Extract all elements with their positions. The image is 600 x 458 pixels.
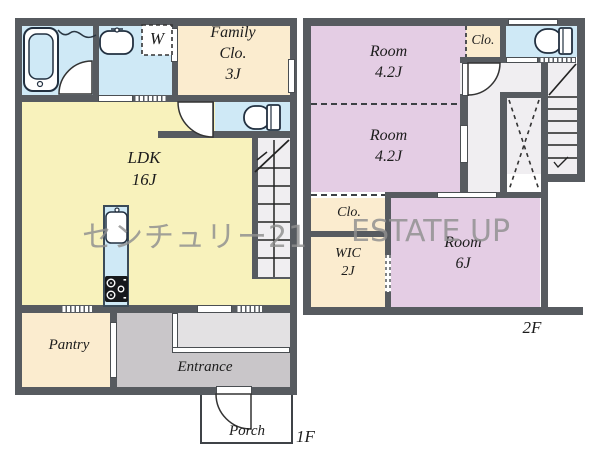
- sliding-door: [437, 192, 497, 198]
- washer-space: [141, 24, 173, 56]
- closet-upper-label: Clo.: [471, 32, 495, 47]
- door-arc: [215, 393, 252, 430]
- sliding-door-track: [235, 305, 263, 313]
- entrance-step-edge: [172, 347, 290, 353]
- dashed-partitions: [311, 26, 467, 292]
- wall: [500, 92, 548, 98]
- kitchen-sink-icon: [105, 207, 128, 244]
- outer-wall: [15, 387, 297, 395]
- outer-wall: [15, 18, 22, 395]
- washbasin-icon: [99, 27, 134, 55]
- room-a-floor: [311, 26, 460, 192]
- outer-wall: [303, 18, 585, 26]
- window: [508, 19, 558, 25]
- room-label-ldk: LDK 16J: [127, 148, 161, 190]
- watermark-right: ESTATE UP: [351, 214, 511, 249]
- hall-floor: [468, 174, 500, 192]
- sliding-door: [460, 125, 468, 163]
- sliding-door: [98, 95, 133, 102]
- wall: [158, 131, 290, 138]
- sliding-door-track: [538, 57, 576, 63]
- door-arc: [177, 101, 214, 138]
- wic-floor: [311, 237, 385, 307]
- room-label-porch: Porch: [228, 423, 266, 439]
- outer-wall: [15, 18, 297, 26]
- room-a-floor: [460, 26, 467, 57]
- room-label-room-a: Room 4.2J: [369, 43, 408, 82]
- washer-label: W: [149, 29, 165, 48]
- pantry-floor: [22, 313, 110, 387]
- wall: [303, 231, 385, 237]
- outer-wall: [290, 18, 297, 395]
- family-closet-floor: [178, 26, 290, 95]
- room-c-floor: [391, 198, 540, 307]
- wall: [22, 305, 290, 313]
- curtain-line: [57, 29, 97, 38]
- room-label-pantry: Pantry: [48, 337, 90, 353]
- closet-upper-floor: [466, 26, 500, 57]
- room-label-room-b: Room 4.2J: [369, 127, 408, 166]
- watermark-left: センチュリー21: [82, 220, 309, 255]
- outer-wall: [303, 18, 311, 315]
- bathtub-icon: [23, 27, 59, 92]
- room-label-room-c: Room 6J: [444, 234, 482, 273]
- opening: [60, 305, 93, 313]
- floor-label-2f: 2F: [522, 318, 542, 337]
- stairs-bottom-wall: [541, 174, 585, 182]
- sliding-door-track: [133, 95, 167, 102]
- door-arc: [467, 62, 501, 96]
- outer-wall: [303, 307, 583, 315]
- closet-open-edge: [311, 192, 385, 198]
- window: [288, 59, 295, 93]
- wall: [93, 26, 99, 95]
- stove-icon: [105, 276, 128, 302]
- wall: [500, 98, 507, 192]
- room-label-family-closet: Family Clo. 3J: [210, 24, 256, 84]
- sliding-door: [506, 57, 538, 63]
- door: [110, 322, 117, 378]
- wall: [460, 57, 500, 63]
- outer-wall: [577, 18, 585, 182]
- room-label-wic: WIC 2J: [335, 246, 361, 279]
- toilet-icon-1f: [243, 104, 281, 131]
- sliding-door: [197, 305, 232, 313]
- opening: [385, 255, 391, 292]
- entrance-step: [177, 313, 290, 347]
- stairs-1f-treads: [252, 139, 290, 279]
- room-label-entrance: Entrance: [177, 359, 233, 375]
- wall: [541, 63, 548, 315]
- floor-label-1f: 1F: [296, 427, 315, 446]
- wall: [252, 138, 258, 278]
- void-x: [508, 99, 540, 191]
- door-arc: [58, 60, 93, 95]
- toilet-icon-2f: [534, 27, 573, 55]
- stairs-2f-treads: [548, 63, 577, 169]
- closet-lower-floor: [311, 198, 385, 231]
- wall: [385, 198, 391, 307]
- closet-lower-label: Clo.: [337, 205, 361, 220]
- wall: [500, 26, 506, 63]
